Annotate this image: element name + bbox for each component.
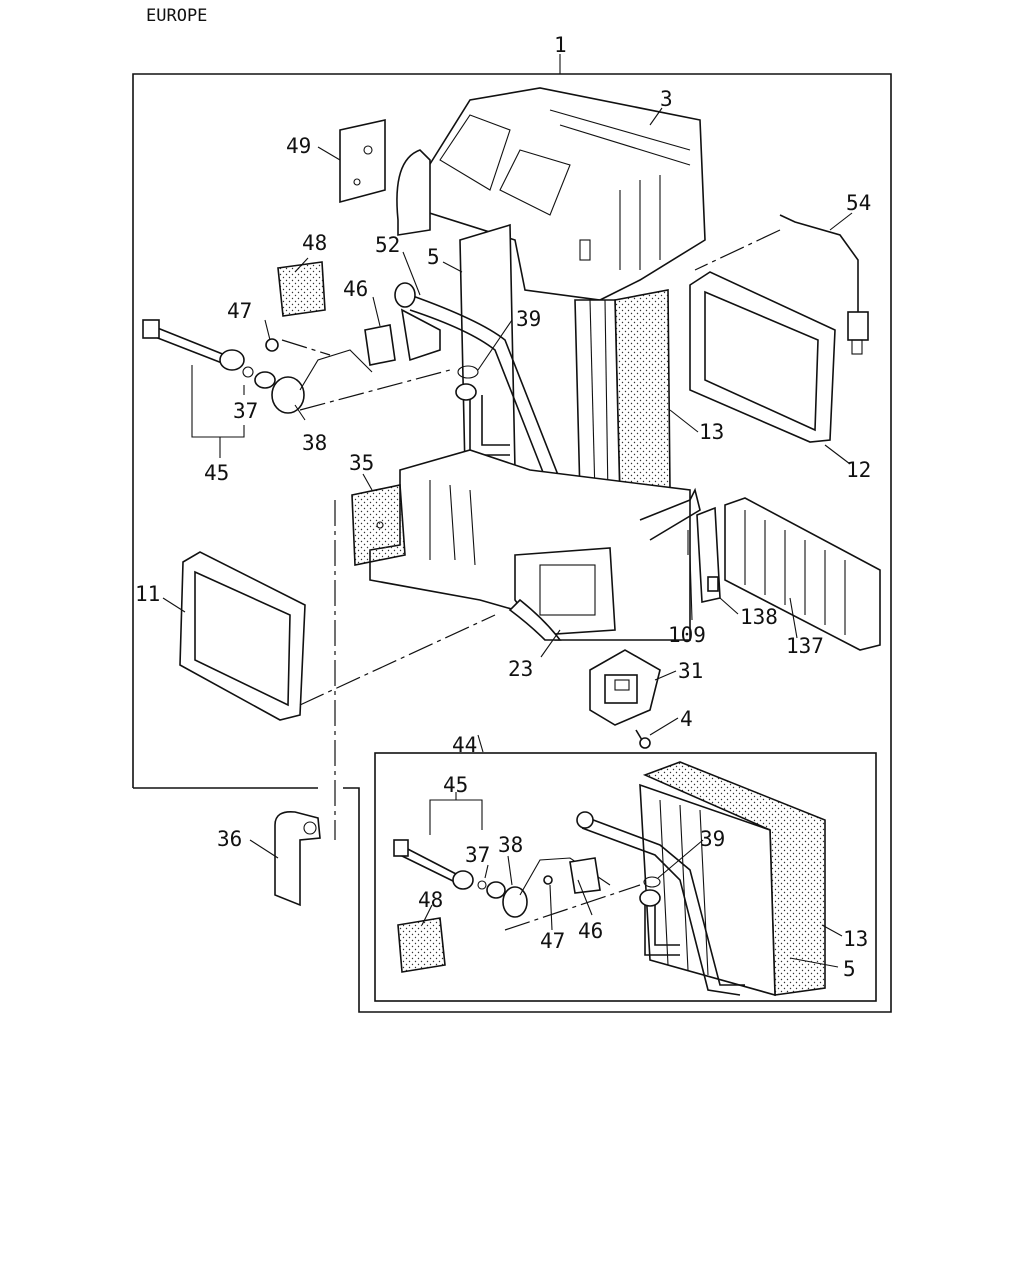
callout-38: 38 <box>302 431 327 455</box>
callout-4: 4 <box>680 707 693 731</box>
callout-3: 3 <box>660 87 673 111</box>
subassembly-evaporator-core <box>639 761 826 997</box>
callout-54: 54 <box>846 191 871 215</box>
part-52-pipe <box>394 282 586 501</box>
main-assembly-frame <box>132 73 892 1013</box>
callout-49: 49 <box>286 134 311 158</box>
part-13-evaporator-core <box>459 223 671 501</box>
callout-109: 109 <box>668 623 706 647</box>
part-23-lower-case <box>369 449 691 641</box>
callout-11: 11 <box>135 582 160 606</box>
callout-labels: 1 3 49 48 52 5 46 47 39 54 37 38 45 13 1… <box>135 33 871 981</box>
sub-callout-46: 46 <box>578 919 603 943</box>
subassembly-expansion-valve <box>393 839 641 973</box>
callout-13: 13 <box>699 420 724 444</box>
part-12-filter-frame <box>689 271 836 443</box>
sub-callout-37: 37 <box>465 843 490 867</box>
callout-46: 46 <box>343 277 368 301</box>
callout-36: 36 <box>217 827 242 851</box>
sub-callout-48: 48 <box>418 888 443 912</box>
callout-23: 23 <box>508 657 533 681</box>
sub-callout-38: 38 <box>498 833 523 857</box>
sub-callout-13: 13 <box>843 927 868 951</box>
callout-138: 138 <box>740 605 778 629</box>
callout-35: 35 <box>349 451 374 475</box>
callout-48: 48 <box>302 231 327 255</box>
sub-callout-45: 45 <box>443 773 468 797</box>
callout-37: 37 <box>233 399 258 423</box>
sub-callout-39: 39 <box>700 827 725 851</box>
sub-callout-5: 5 <box>843 957 856 981</box>
callout-137: 137 <box>786 634 824 658</box>
callout-5: 5 <box>427 245 440 269</box>
callout-leaders <box>162 54 853 968</box>
blower-side-housing <box>396 149 431 236</box>
part-35-seal <box>334 484 406 840</box>
callout-31: 31 <box>678 659 703 683</box>
evaporator-subassembly-frame <box>374 752 877 1002</box>
part-36-duct <box>274 810 321 907</box>
callout-47: 47 <box>227 299 252 323</box>
callout-45: 45 <box>204 461 229 485</box>
region-label: EUROPE <box>146 6 207 26</box>
subassembly-pipe <box>576 811 745 996</box>
sub-callout-47: 47 <box>540 929 565 953</box>
callout-52: 52 <box>375 233 400 257</box>
part-4-screw <box>635 729 651 749</box>
callout-39: 39 <box>516 307 541 331</box>
part-54-thermistor <box>694 214 869 355</box>
part-49-plate <box>339 119 386 204</box>
callout-1: 1 <box>554 33 567 57</box>
callout-44: 44 <box>452 733 477 757</box>
part-137-air-filter <box>724 497 881 651</box>
part-3-upper-case <box>419 87 706 301</box>
callout-12: 12 <box>846 458 871 482</box>
part-48-pad <box>277 261 326 317</box>
part-31-resistor <box>589 649 661 726</box>
part-11-frame <box>179 551 496 721</box>
expansion-valve-assembly-upper <box>142 319 451 414</box>
